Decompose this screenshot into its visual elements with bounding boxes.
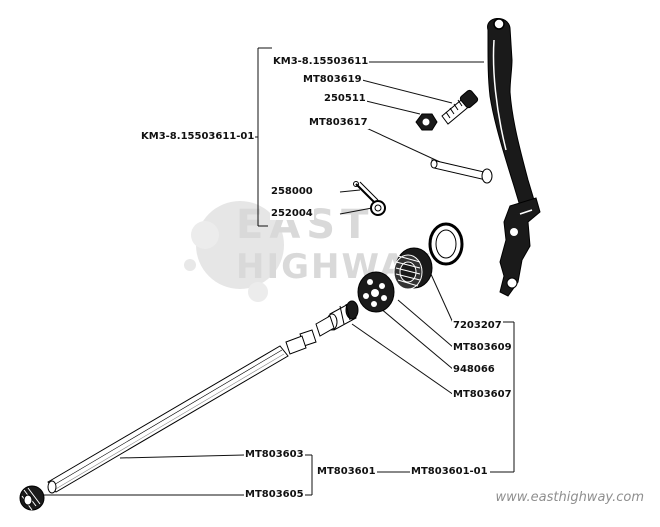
leader-rod — [119, 454, 245, 459]
label-assembly: KM3-8.15503611-01 — [140, 131, 256, 143]
washer-part — [370, 200, 386, 216]
website-watermark: www.easthighway.com — [495, 490, 644, 505]
leader-seal — [379, 307, 455, 371]
steering-lever-part — [487, 18, 541, 297]
pin-part — [430, 159, 493, 184]
label-rod: MT803603 — [244, 449, 305, 461]
gear-disc-part — [357, 271, 395, 313]
leader-nut — [361, 99, 421, 115]
label-shaft-gear: MT803607 — [452, 389, 513, 401]
shaft-gear-part — [315, 300, 359, 337]
leader-shaft-gear — [351, 323, 455, 396]
label-seal: 948066 — [452, 364, 496, 376]
cotter-pin-part — [353, 181, 379, 203]
label-pin: MT803617 — [308, 117, 369, 129]
label-nut: 250511 — [323, 93, 367, 105]
leader-bolt — [361, 79, 453, 104]
label-bearing: 7203207 — [452, 320, 503, 332]
end-piece-part — [19, 485, 45, 511]
label-rod-assembly: MT803601 — [316, 466, 377, 478]
nut-part — [415, 113, 438, 131]
label-gear: MT803609 — [452, 342, 513, 354]
bolt-part — [441, 89, 479, 125]
worm-gear-part — [393, 247, 433, 290]
label-lever: KM3-8.15503611 — [272, 56, 370, 68]
leader-cotter — [339, 189, 361, 193]
rod-part — [47, 329, 317, 494]
label-washer: 252004 — [270, 208, 314, 220]
label-end-piece: MT803605 — [244, 489, 305, 501]
leader-washer — [339, 207, 373, 215]
label-bolt: MT803619 — [302, 74, 363, 86]
label-cotter: 258000 — [270, 186, 314, 198]
leader-bearing — [429, 271, 455, 326]
bearing-ring-part — [428, 222, 464, 266]
leader-pin — [361, 125, 441, 163]
leader-gear — [397, 299, 455, 349]
label-rod-assembly-full: MT803601-01 — [410, 466, 489, 478]
